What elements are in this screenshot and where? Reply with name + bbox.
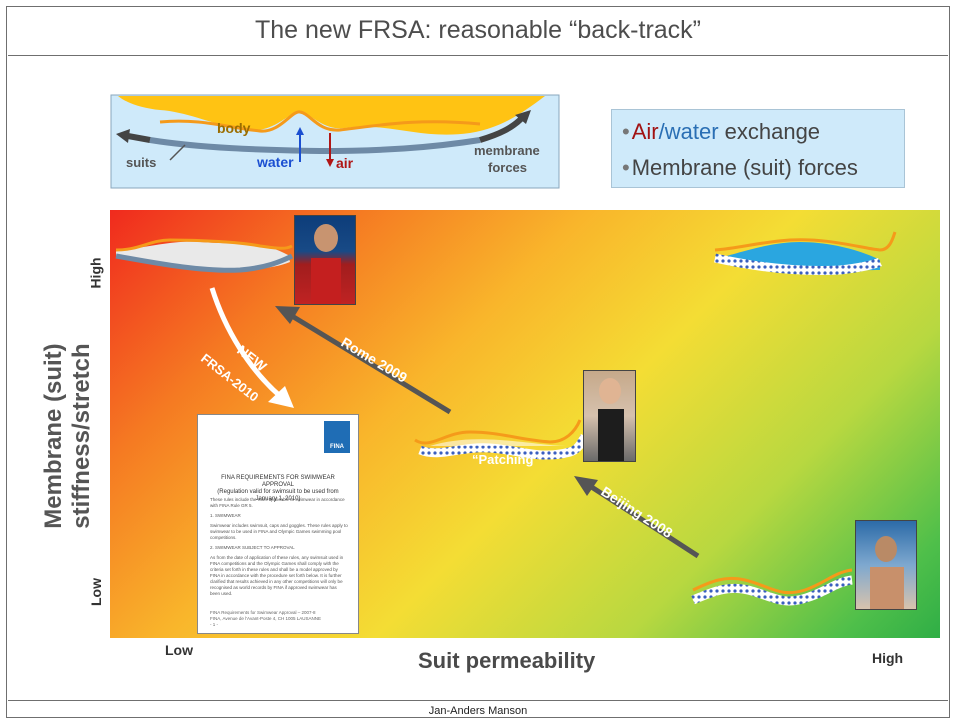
beijing-arrow-shaft	[588, 483, 700, 559]
swimmer-photo-middle	[583, 370, 636, 462]
legend-box: •Air/water exchange •Membrane (suit) for…	[611, 109, 905, 188]
footer-author: Jan-Anders Manson	[428, 705, 528, 717]
legend-bullet-1: •	[622, 119, 630, 144]
swimmer-figure-middle	[598, 378, 624, 461]
doc-page: - 1 -	[210, 622, 219, 627]
forces-label: forces	[488, 160, 527, 175]
swimmer-figure-bottom	[870, 536, 904, 609]
state-top-left-membrane	[115, 253, 294, 273]
membrane-right-arrow-shaft	[479, 115, 525, 143]
x-axis-label: Suit permeability	[418, 648, 596, 673]
state-bottom-right-suit	[692, 568, 853, 595]
doc-section-2-text: As from the date of application of these…	[210, 555, 344, 596]
water-label: water	[256, 154, 294, 170]
membrane-label: membrane	[474, 143, 540, 158]
slide-title: The new FRSA: reasonable “back-track”	[254, 16, 701, 44]
slide-frame	[6, 6, 950, 718]
rome-arrowhead	[275, 306, 300, 324]
state-top-left-suit	[115, 238, 293, 252]
beijing-arrowhead	[574, 476, 598, 496]
state-middle-membrane	[418, 433, 590, 460]
membrane-right-arrowhead	[515, 110, 531, 124]
doc-footer: FINA Requirements for Swimwear Approval …	[210, 610, 348, 628]
legend-membrane-text: Membrane (suit) forces	[631, 155, 858, 180]
footer-divider	[8, 700, 948, 701]
rome-label: Rome 2009	[338, 334, 410, 386]
swimmer-photo-top	[294, 215, 356, 305]
state-middle-suit	[414, 419, 582, 445]
state-middle-air	[430, 439, 570, 446]
legend-water: water	[664, 119, 719, 144]
new-frsa-arrowhead	[268, 386, 294, 408]
membrane-band	[149, 137, 481, 155]
y-axis-label-line1: Membrane (suit)	[40, 343, 67, 529]
state-top-right-membrane	[714, 253, 883, 275]
air-arrowhead	[326, 159, 334, 167]
doc-section-2: 2. SWIMWEAR SUBJECT TO APPROVAL	[210, 545, 295, 550]
title-divider	[8, 55, 948, 56]
membrane-left-arrow-shaft	[127, 133, 151, 143]
doc-body: These rules include the rules applicable…	[210, 497, 348, 601]
swimmer-photo-bottom	[855, 520, 917, 610]
swimmer-figure-top	[311, 224, 341, 304]
y-axis-high: High	[87, 257, 104, 289]
suits-pointer	[169, 144, 186, 161]
doc-section-1-text: Swimwear includes swimsuit, caps and gog…	[210, 523, 348, 540]
y-axis-low: Low	[88, 578, 104, 606]
doc-title: FINA REQUIREMENTS FOR SWIMWEAR APPROVAL …	[206, 475, 350, 503]
fina-document: FINA FINA REQUIREMENTS FOR SWIMWEAR APPR…	[197, 414, 359, 634]
doc-intro: These rules include the rules applicable…	[210, 497, 345, 508]
legend-air: Air	[631, 119, 659, 144]
rome-arrow-shaft	[290, 313, 452, 415]
water-arrowhead	[296, 127, 304, 135]
legend-air-water: •Air/water exchange	[622, 119, 820, 145]
x-axis-high: High	[872, 650, 904, 666]
suits-label: suits	[126, 155, 156, 170]
doc-title-sub: (Regulation valid for swimsuit to be use…	[217, 489, 339, 502]
beijing-label: Beijing 2008	[598, 483, 675, 541]
new-frsa-arrow-shaft	[209, 287, 282, 398]
doc-foot-2: FINA, Avenue de l'Avant-Poste 4, CH 1005…	[210, 616, 322, 621]
legend-membrane: •Membrane (suit) forces	[622, 155, 858, 181]
air-label: air	[336, 155, 354, 171]
doc-section-1: 1. SWIMWEAR	[210, 513, 241, 518]
fina-logo: FINA	[324, 421, 350, 453]
legend-bullet-2: •	[622, 155, 630, 180]
legend-slash: /	[658, 119, 665, 144]
membrane-left-arrowhead	[116, 129, 130, 143]
doc-foot-1: FINA Requirements for Swimwear Approval …	[210, 610, 316, 615]
state-bottom-right-membrane	[691, 575, 853, 606]
patching-label: “Patching”	[472, 452, 540, 467]
y-axis-label-line2: stiffness/stretch	[68, 343, 95, 529]
legend-exchange: exchange	[718, 119, 821, 144]
doc-title-main: FINA REQUIREMENTS FOR SWIMWEAR APPROVAL	[221, 475, 335, 488]
body-label: body	[217, 120, 251, 136]
x-axis-low: Low	[165, 642, 193, 658]
y-axis-label: Membrane (suit) stiffness/stretch	[40, 246, 95, 626]
suit-orange-line	[159, 110, 481, 133]
state-top-right-suit	[714, 231, 897, 252]
